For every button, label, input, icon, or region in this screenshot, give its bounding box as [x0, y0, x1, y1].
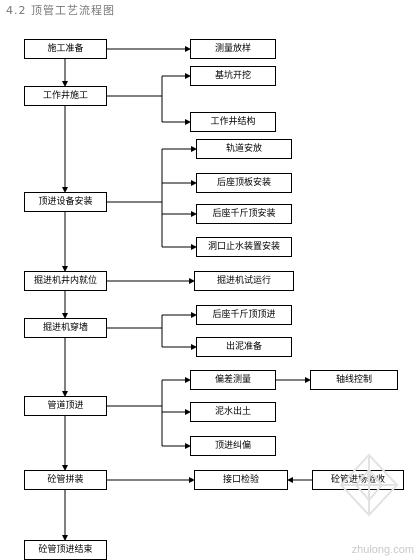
sub-back-jack-jacking: 后座千斤顶顶进: [196, 305, 292, 325]
step-pipe-assembly: 砼管拼装: [24, 470, 107, 490]
step-construction-prep: 施工准备: [24, 39, 107, 59]
step-pipe-jacking: 管道顶进: [24, 396, 107, 416]
sub-mud-prep: 出泥准备: [196, 337, 292, 357]
sub-tbm-trial-run: 掘进机试运行: [194, 271, 294, 291]
watermark-text: zhulong.com: [351, 544, 414, 556]
diagram-title: 4.2 顶管工艺流程图: [6, 4, 115, 17]
sub-back-plate-install: 后座顶板安装: [196, 173, 292, 193]
step-jacking-equipment-install: 顶进设备安装: [24, 192, 107, 212]
sub-joint-inspection: 接口检验: [194, 470, 288, 490]
sub-shaft-structure: 工作井结构: [190, 112, 276, 132]
watermark-logo-icon: [339, 453, 399, 517]
sub-survey-layout: 测量放样: [190, 39, 276, 59]
sub-deviation-measure: 偏差测量: [190, 370, 276, 390]
step-working-shaft: 工作井施工: [24, 86, 107, 106]
sub-jacking-correction: 顶进纠偏: [190, 436, 276, 456]
step-tbm-wall-penetration: 掘进机穿墙: [24, 318, 107, 338]
sub-portal-seal-install: 洞口止水装置安装: [196, 237, 292, 257]
sub-axis-control: 轴线控制: [310, 370, 398, 390]
step-tbm-positioning: 掘进机井内就位: [24, 271, 107, 291]
sub-slurry-excavation: 泥水出土: [190, 402, 276, 422]
step-jacking-complete: 砼管顶进结束: [24, 540, 107, 560]
sub-pit-excavation: 基坑开挖: [190, 66, 276, 86]
sub-back-jack-install: 后座千斤顶安装: [196, 204, 292, 224]
sub-rail-placement: 轨道安放: [196, 139, 292, 159]
